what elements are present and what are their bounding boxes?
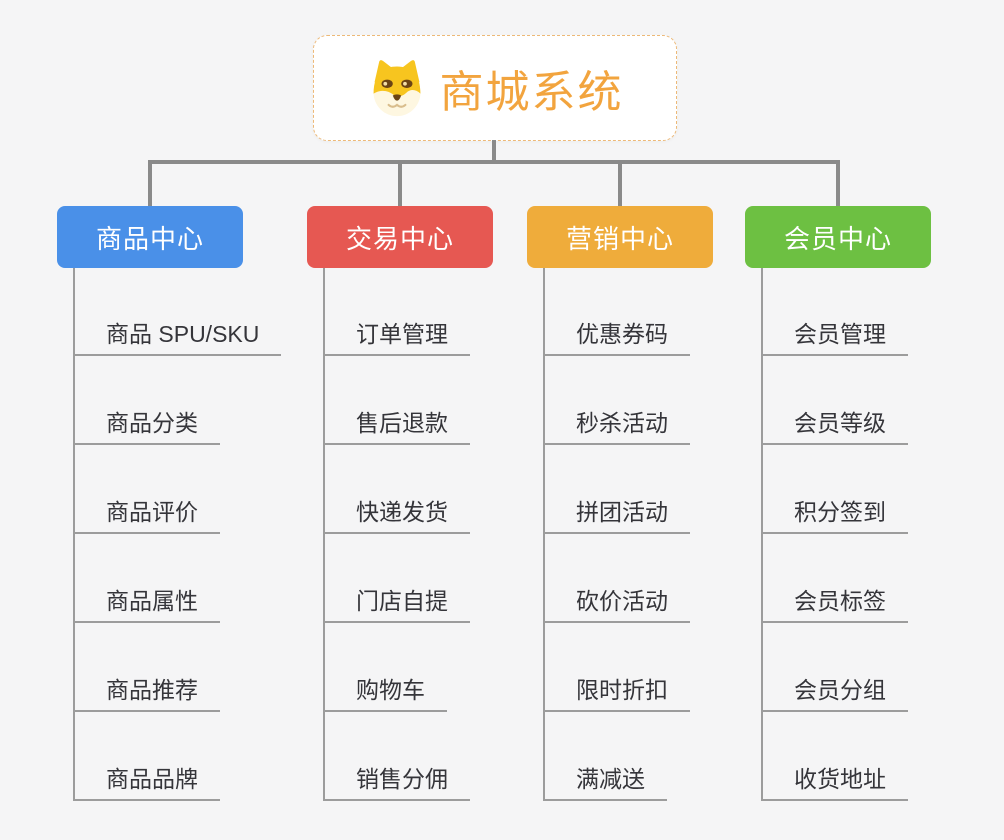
child-topic[interactable]: 门店自提	[323, 585, 470, 623]
child-spine-line	[543, 268, 545, 801]
branch-topic-4[interactable]: 会员中心	[745, 206, 931, 268]
branch-drop-stub	[398, 160, 402, 206]
child-topic[interactable]: 满减送	[543, 763, 667, 801]
child-topic[interactable]: 会员分组	[761, 674, 908, 712]
branch-connector-rail	[148, 160, 840, 164]
child-topic[interactable]: 售后退款	[323, 407, 470, 445]
child-topic[interactable]: 商品评价	[73, 496, 220, 534]
child-topic[interactable]: 积分签到	[761, 496, 908, 534]
branch-drop-stub	[148, 160, 152, 206]
child-topic[interactable]: 订单管理	[323, 318, 470, 356]
child-spine-line	[761, 268, 763, 801]
child-topic[interactable]: 商品分类	[73, 407, 220, 445]
child-topic[interactable]: 拼团活动	[543, 496, 690, 534]
branch-drop-stub	[618, 160, 622, 206]
child-topic[interactable]: 会员等级	[761, 407, 908, 445]
child-topic[interactable]: 快递发货	[323, 496, 470, 534]
branch-topic-2[interactable]: 交易中心	[307, 206, 493, 268]
branch-topic-3[interactable]: 营销中心	[527, 206, 713, 268]
child-topic[interactable]: 收货地址	[761, 763, 908, 801]
root-connector-stub	[492, 140, 496, 164]
child-topic[interactable]: 商品属性	[73, 585, 220, 623]
child-topic[interactable]: 限时折扣	[543, 674, 690, 712]
root-topic-label: 商城系统	[439, 68, 624, 117]
child-spine-line	[323, 268, 325, 801]
child-topic[interactable]: 会员管理	[761, 318, 908, 356]
child-topic[interactable]: 销售分佣	[323, 763, 470, 801]
branch-drop-stub	[836, 160, 840, 206]
child-topic[interactable]: 商品品牌	[73, 763, 220, 801]
branch-topic-1[interactable]: 商品中心	[57, 206, 243, 268]
child-topic[interactable]: 商品推荐	[73, 674, 220, 712]
child-spine-line	[73, 268, 75, 801]
child-topic[interactable]: 会员标签	[761, 585, 908, 623]
child-topic[interactable]: 优惠券码	[543, 318, 690, 356]
shiba-dog-icon	[373, 60, 420, 117]
child-topic[interactable]: 秒杀活动	[543, 407, 690, 445]
child-topic[interactable]: 砍价活动	[543, 585, 690, 623]
child-topic[interactable]: 商品 SPU/SKU	[73, 318, 282, 356]
child-topic[interactable]: 购物车	[323, 674, 447, 712]
root-topic[interactable]: 商城系统	[313, 35, 677, 141]
